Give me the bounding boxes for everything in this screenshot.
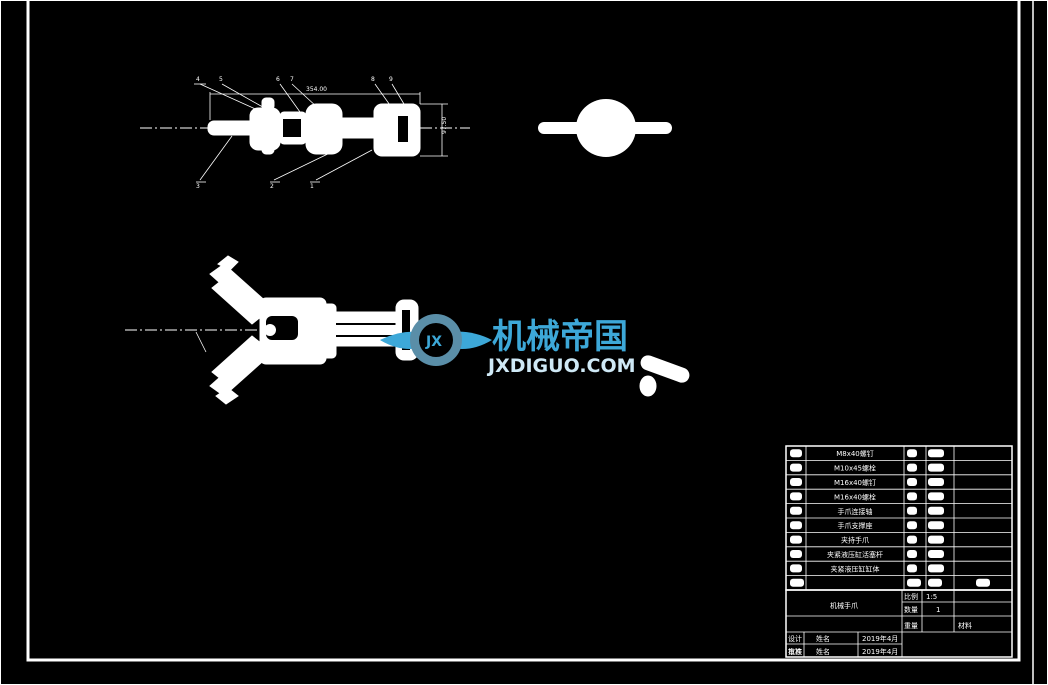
header-mark: [976, 578, 990, 587]
row-number-mark: [790, 449, 802, 458]
dimension-length: 354.00: [306, 86, 327, 93]
watermark-wings-icon: [380, 331, 492, 349]
qty-mark: [907, 506, 917, 515]
part-name: 夹持手爪: [841, 536, 869, 545]
row-number-mark: [790, 535, 802, 544]
qty-mark: [907, 550, 917, 558]
quantity-value: 1: [936, 606, 940, 614]
row-number-mark: [790, 550, 802, 558]
leader-label-3: 3: [196, 183, 200, 190]
parts-list-table: M8x40螺钉4M10x45螺栓1M16x40螺钉4M16x40螺栓1手爪连接轴…: [785, 445, 1013, 591]
part-name: M16x40螺钉: [834, 478, 876, 487]
upper-pin: [261, 97, 275, 111]
leader-label-5: 5: [219, 76, 223, 83]
part-name: 夹紧液压缸活塞杆: [827, 550, 883, 559]
material-mark: [928, 535, 944, 544]
part-name: 手爪连接轴: [838, 507, 873, 516]
qty-mark: [907, 463, 917, 472]
leader-label-2: 2: [270, 183, 274, 190]
top-view: [140, 83, 470, 183]
front-rod-tail: [639, 355, 690, 397]
designer-label: 设计: [788, 634, 802, 643]
row-number-mark: [790, 521, 802, 530]
material-mark: [928, 564, 944, 573]
material-mark: [928, 478, 944, 486]
material-mark: [928, 550, 944, 558]
header-mark: [928, 578, 942, 587]
quantity-label: 数量: [904, 605, 918, 614]
leader-label-9: 9: [389, 76, 393, 83]
leader-label-8: 8: [371, 76, 375, 83]
header-mark: [907, 578, 921, 587]
part-name: M10x45螺栓: [834, 464, 876, 473]
date-checked: 2019年4月: [862, 647, 898, 656]
material-mark: [928, 492, 944, 501]
material-mark: [928, 449, 944, 458]
pivot-pin: [264, 324, 276, 336]
row-number-mark: [790, 506, 802, 515]
scale-value: 1:5: [926, 593, 937, 601]
approver-label: 批准: [788, 647, 802, 656]
side-view-hub: [576, 99, 636, 157]
header-mark: [790, 578, 804, 587]
leader-label-1: 1: [310, 183, 314, 190]
row-number-mark: [790, 492, 802, 501]
side-view: [538, 99, 672, 157]
watermark-badge: JX: [425, 334, 442, 350]
cylinder-body: [373, 103, 421, 157]
material-mark: [928, 463, 944, 472]
cylinder-slot: [398, 116, 408, 142]
row-number-mark: [790, 463, 802, 472]
dimension-height: 97.50: [441, 117, 448, 134]
drawing-name: 机械手爪: [830, 601, 858, 610]
designer-name: 姓名: [816, 634, 830, 643]
lower-pin: [261, 141, 275, 155]
weight-label: 重量: [904, 622, 918, 630]
part-name: 夹紧液压缸缸体: [831, 564, 880, 573]
checker-label: 审核: [788, 647, 802, 656]
part-name: M16x40螺栓: [834, 492, 876, 501]
leader-label-7: 7: [290, 76, 294, 83]
watermark-english: JXDIGUO.COM: [486, 355, 636, 377]
material-label: 材料: [958, 621, 972, 630]
part-name: M8x40螺钉: [836, 449, 874, 458]
connector-block: [305, 103, 343, 155]
watermark-chinese: 机械帝国: [492, 317, 628, 357]
qty-mark: [907, 535, 917, 544]
checker-name: 姓名: [816, 647, 830, 656]
qty-mark: [907, 492, 917, 501]
leader-label-6: 6: [276, 76, 280, 83]
qty-mark: [907, 449, 917, 458]
qty-mark: [907, 478, 917, 486]
part-name: 手爪支撑座: [838, 521, 873, 530]
title-block-frame: [785, 589, 1013, 658]
qty-mark: [907, 521, 917, 530]
seat-slot: [283, 119, 301, 137]
material-mark: [928, 521, 944, 530]
material-mark: [928, 506, 944, 515]
row-number-mark: [790, 478, 802, 486]
qty-mark: [907, 564, 917, 573]
leader-label-4: 4: [196, 76, 200, 83]
drawing-border: [26, 0, 1021, 662]
watermark: JX 机械帝国 JXDIGUO.COM: [380, 314, 636, 377]
date-designed: 2019年4月: [862, 634, 898, 643]
leader-labels: 4 5 6 7 8 9 3 2 1: [196, 76, 393, 190]
scale-label: 比例: [904, 592, 918, 601]
row-number-mark: [790, 564, 802, 573]
